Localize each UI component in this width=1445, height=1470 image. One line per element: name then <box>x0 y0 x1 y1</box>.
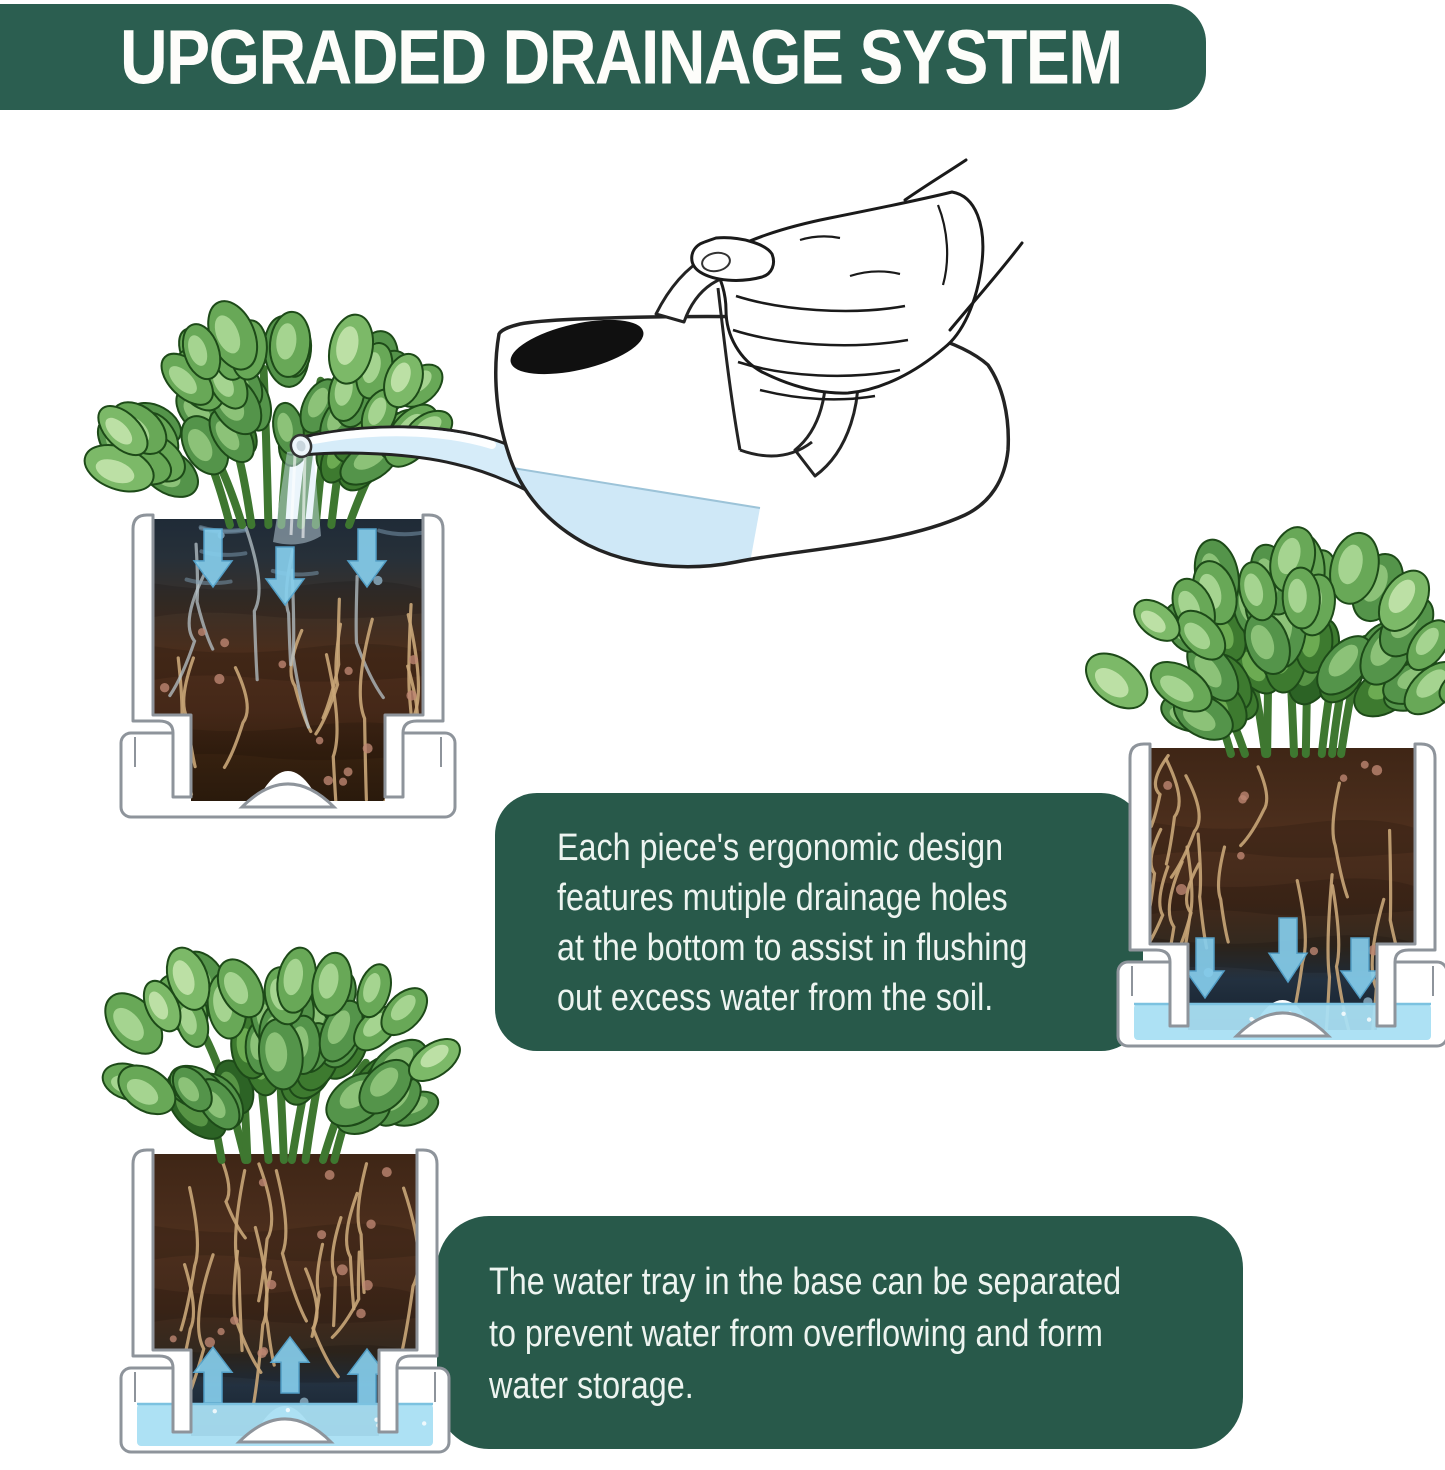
planter-top-left <box>83 300 457 819</box>
callout-line: Each piece's ergonomic design <box>557 827 1004 869</box>
title-banner: UPGRADED DRAINAGE SYSTEM <box>0 4 1206 110</box>
callout-line: features mutiple drainage holes <box>557 877 1008 919</box>
callout-line: at the bottom to assist in flushing <box>557 927 1028 969</box>
callout-line: to prevent water from overflowing and fo… <box>489 1313 1103 1355</box>
callout-line: out excess water from the soil. <box>557 977 994 1019</box>
jade-plant <box>83 300 454 529</box>
callout-line: water storage. <box>489 1365 694 1407</box>
title-text: UPGRADED DRAINAGE SYSTEM <box>120 14 1123 100</box>
watering-can-with-hand <box>273 158 1024 569</box>
callout-water-tray: The water tray in the base can be separa… <box>437 1216 1243 1449</box>
jade-plant <box>101 946 461 1164</box>
jade-plant <box>1085 526 1445 758</box>
callout-line: The water tray in the base can be separa… <box>489 1261 1122 1303</box>
planter-bottom-left <box>101 946 461 1454</box>
callout-drainage-holes: Each piece's ergonomic design features m… <box>495 793 1143 1051</box>
